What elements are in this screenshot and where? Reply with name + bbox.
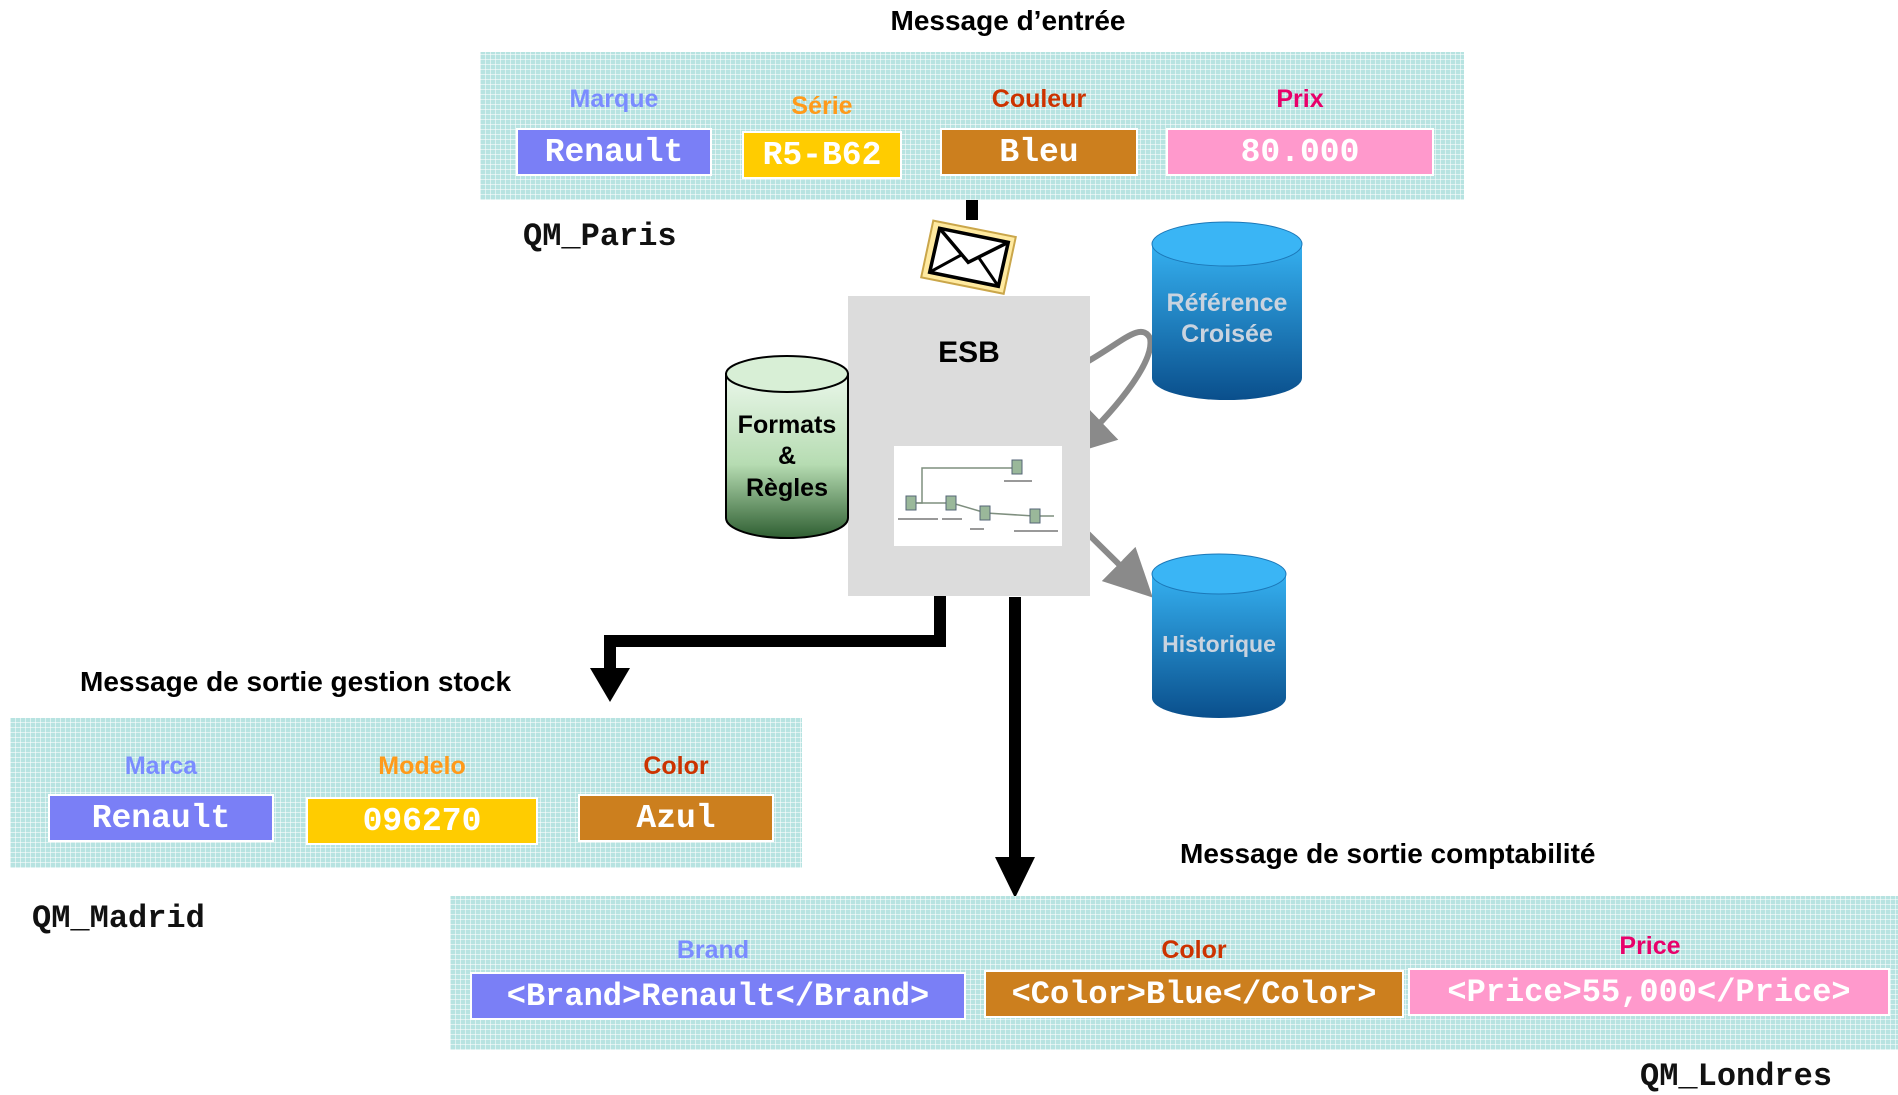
flow-diagram-icon (894, 446, 1062, 546)
crossref-database: Référence Croisée (1150, 220, 1304, 402)
rules-db-line-2: & (777, 442, 797, 471)
esb-label: ESB (938, 336, 1000, 369)
input-field-marque: Renault (516, 128, 712, 176)
input-label-serie: Série (791, 92, 853, 120)
rules-db-line-1: Formats (737, 411, 837, 439)
queue-label-paris: QM_Paris (523, 218, 677, 255)
history-database-cylinder (1151, 553, 1287, 718)
accounting-label-color: Color (1161, 936, 1227, 964)
accounting-output-panel: Brand Color Price <Brand>Renault</Brand>… (450, 896, 1898, 1050)
queue-label-londres: QM_Londres (1640, 1058, 1833, 1095)
rules-database-label: Formats & Règles (724, 410, 850, 504)
stock-label-color: Color (643, 752, 709, 780)
accounting-label-price: Price (1619, 932, 1681, 960)
stock-output-title: Message de sortie gestion stock (80, 666, 512, 697)
accounting-field-price: <Price>55,000</Price> (1408, 968, 1890, 1016)
input-message-title: Message d’entrée (890, 5, 1126, 36)
input-field-couleur: Bleu (940, 128, 1138, 176)
stock-output-panel: Marca Modelo Color Renault 096270 Azul (10, 718, 802, 868)
stock-field-color: Azul (578, 794, 774, 842)
envelope-icon (912, 212, 1024, 298)
crossref-db-line-1: Référence (1166, 289, 1288, 317)
stock-label-modelo: Modelo (378, 752, 466, 780)
stock-field-marca: Renault (48, 794, 274, 842)
input-connector (966, 198, 978, 220)
crossref-database-label: Référence Croisée (1150, 288, 1304, 351)
crossref-database-cylinder (1151, 221, 1303, 400)
accounting-label-brand: Brand (676, 936, 750, 964)
history-database: Historique (1150, 552, 1288, 720)
accounting-field-brand: <Brand>Renault</Brand> (470, 972, 966, 1020)
rules-database-cylinder (725, 355, 849, 539)
history-database-label: Historique (1162, 631, 1276, 657)
esb-box: ESB (848, 296, 1090, 596)
input-label-prix: Prix (1276, 85, 1324, 113)
input-label-couleur: Couleur (991, 85, 1087, 113)
accounting-output-title: Message de sortie comptabilité (1180, 838, 1596, 869)
accounting-output-arrow (995, 597, 1035, 898)
rules-database: Formats & Règles (724, 354, 850, 540)
crossref-db-line-2: Croisée (1181, 320, 1273, 349)
input-field-serie: R5-B62 (742, 131, 902, 179)
crossref-arrow (1066, 328, 1154, 456)
queue-label-madrid: QM_Madrid (32, 900, 205, 937)
rules-db-line-3: Règles (746, 473, 828, 502)
stock-label-marca: Marca (124, 752, 198, 780)
stock-output-arrow (590, 595, 946, 702)
stock-field-modelo: 096270 (306, 797, 538, 845)
input-field-prix: 80.000 (1166, 128, 1434, 176)
input-label-marque: Marque (569, 85, 659, 113)
accounting-field-color: <Color>Blue</Color> (984, 970, 1404, 1018)
input-message-panel: Marque Série Couleur Prix Renault R5-B62… (480, 52, 1464, 200)
